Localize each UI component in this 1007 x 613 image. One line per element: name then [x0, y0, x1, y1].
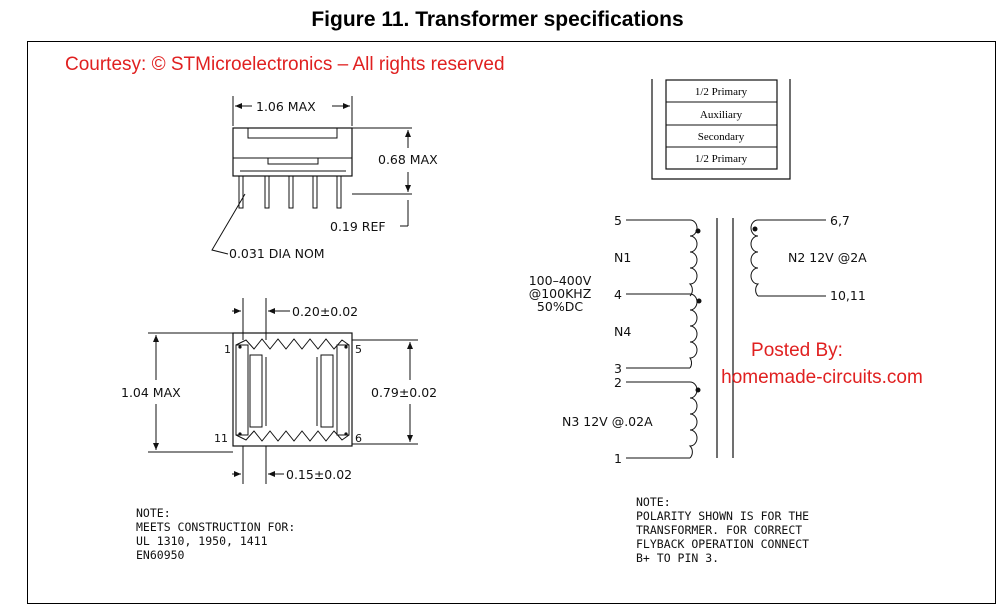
figure-frame	[27, 41, 996, 604]
bv-pin-11: 11	[214, 432, 228, 445]
bv-row-span-dim: 0.79±0.02	[371, 385, 437, 400]
winding-n3-label: N3 12V @.02A	[562, 414, 653, 429]
note-right: NOTE: POLARITY SHOWN IS FOR THE TRANSFOR…	[636, 495, 809, 565]
pin-ref-dim: 0.19 REF	[330, 219, 386, 234]
bv-pin-1: 1	[224, 343, 231, 356]
note-right-line: POLARITY SHOWN IS FOR THE	[636, 509, 809, 523]
stack-layer-2: Auxiliary	[700, 109, 743, 121]
sch-pin-3: 3	[614, 361, 622, 376]
note-right-line: TRANSFORMER. FOR CORRECT	[636, 523, 802, 537]
sch-pin-2: 2	[614, 375, 622, 390]
courtesy-text: Courtesy: © STMicroelectronics – All rig…	[65, 54, 505, 75]
side-width-dim: 1.06 MAX	[256, 99, 316, 114]
stack-layer-4: 1/2 Primary	[695, 153, 748, 165]
note-left-line: NOTE:	[136, 506, 171, 520]
note-left-line: MEETS CONSTRUCTION FOR:	[136, 520, 295, 534]
winding-n2-label: N2 12V @2A	[788, 250, 867, 265]
sch-pin-6-7: 6,7	[830, 213, 850, 228]
sch-pin-5: 5	[614, 213, 622, 228]
bv-pin-6: 6	[355, 432, 362, 445]
bv-height-dim: 1.04 MAX	[121, 385, 181, 400]
winding-n4-label: N4	[614, 324, 631, 339]
stack-layer-3: Secondary	[698, 131, 745, 143]
pin-pitch-dim: 0.15±0.02	[286, 467, 352, 482]
sch-pin-10-11: 10,11	[830, 288, 866, 303]
winding-stack: 1/2 Primary Auxiliary Secondary 1/2 Prim…	[651, 79, 791, 180]
transformer-schematic: 5 4 3 2 1 6,7 10,11 N1 N4 N2 12V @2A N3 …	[529, 213, 867, 466]
side-view: 1.06 MAX 0.68 MAX 0.19 REF 0.031 DIA NOM	[211, 96, 438, 261]
note-left-line: UL 1310, 1950, 1411	[136, 534, 268, 548]
figure-title: Figure 11. Transformer specifications	[311, 8, 684, 31]
side-height-dim: 0.68 MAX	[378, 152, 438, 167]
input-frequency: @100KHZ	[529, 286, 592, 301]
posted-by-site: homemade-circuits.com	[721, 367, 923, 388]
input-duty: 50%DC	[537, 299, 583, 314]
bv-pin-5: 5	[355, 343, 362, 356]
note-right-line: FLYBACK OPERATION CONNECT	[636, 537, 809, 551]
note-left: NOTE: MEETS CONSTRUCTION FOR: UL 1310, 1…	[136, 506, 295, 562]
note-right-line: B+ TO PIN 3.	[636, 551, 719, 565]
note-left-line: EN60950	[136, 548, 185, 562]
stack-layer-1: 1/2 Primary	[695, 86, 748, 98]
sch-pin-4: 4	[614, 287, 622, 302]
pin-width-dim: 0.20±0.02	[292, 304, 358, 319]
note-right-line: NOTE:	[636, 495, 671, 509]
bottom-view: 1 5 11 6 0.20±0.02 0.15±0.02 1.04 MAX	[121, 298, 437, 484]
posted-by-label: Posted By:	[751, 340, 843, 361]
winding-n1-label: N1	[614, 250, 631, 265]
sch-pin-1: 1	[614, 451, 622, 466]
input-voltage: 100–400V	[529, 273, 592, 288]
pin-dia-dim: 0.031 DIA NOM	[229, 246, 325, 261]
